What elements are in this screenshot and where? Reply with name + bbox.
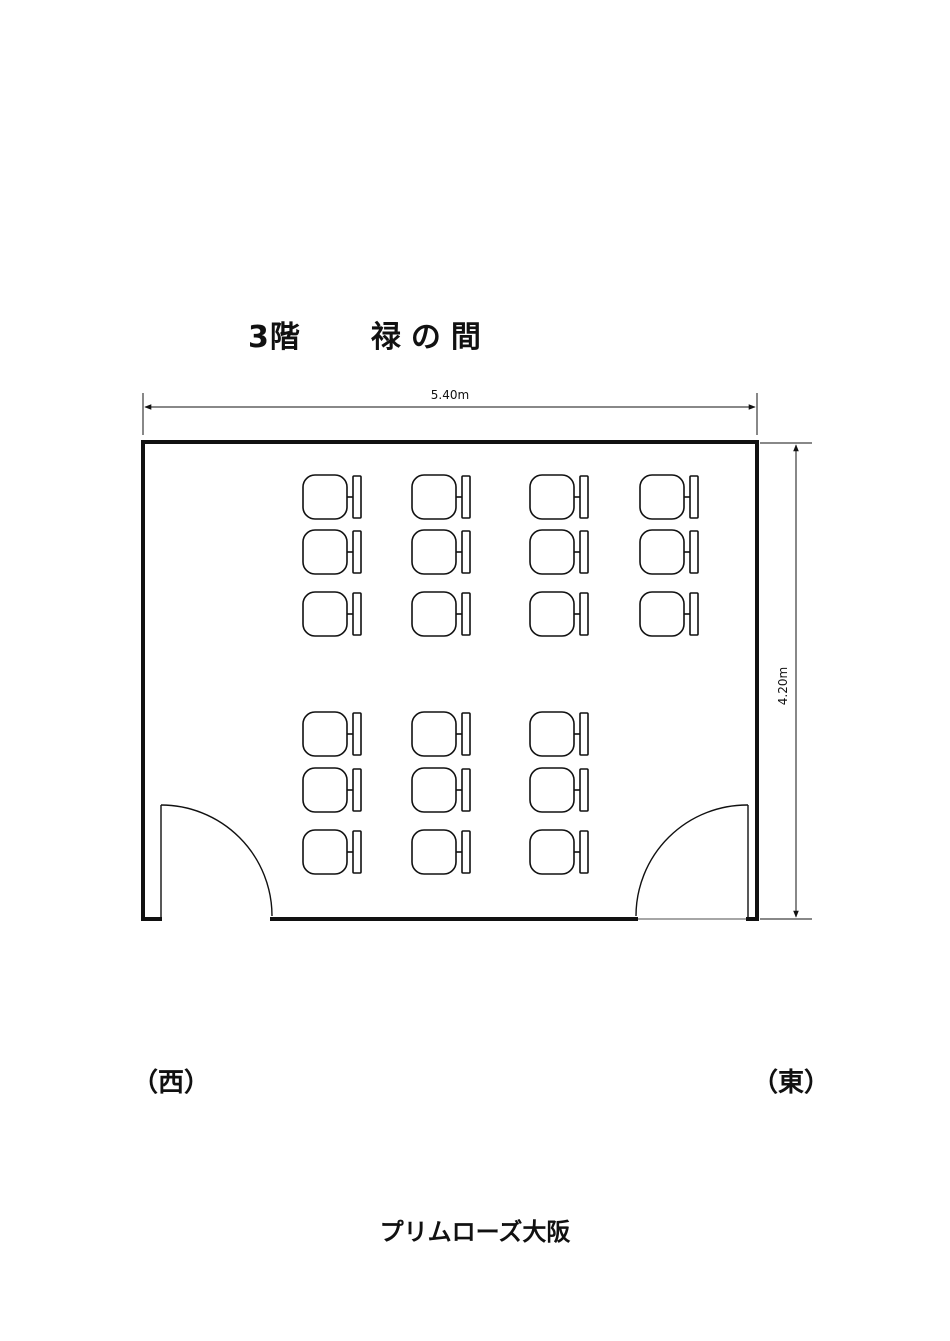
- chair-icon: [639, 474, 699, 520]
- chair-icon: [529, 529, 589, 575]
- chair-icon: [302, 591, 362, 637]
- chair-icon: [529, 474, 589, 520]
- chair-layout: [302, 474, 699, 875]
- room-name: 禄の間: [370, 320, 491, 355]
- chair-icon: [529, 591, 589, 637]
- depth-label: 4.20m: [776, 667, 790, 705]
- chair-icon: [411, 529, 471, 575]
- chair-icon: [529, 711, 589, 757]
- chair-icon: [302, 829, 362, 875]
- chair-icon: [411, 591, 471, 637]
- chair-icon: [302, 767, 362, 813]
- chair-icon: [302, 474, 362, 520]
- chair-icon: [411, 711, 471, 757]
- east-direction-label: （東）: [752, 1068, 831, 1098]
- chair-icon: [302, 711, 362, 757]
- venue-name: プリムローズ大阪: [379, 1218, 571, 1246]
- chair-icon: [529, 767, 589, 813]
- chair-icon: [411, 767, 471, 813]
- chair-icon: [639, 591, 699, 637]
- chair-icon: [411, 474, 471, 520]
- width-label: 5.40m: [431, 388, 469, 402]
- width-dimension: 5.40m: [142, 388, 758, 435]
- chair-icon: [302, 529, 362, 575]
- chair-icon: [639, 529, 699, 575]
- page-title: 3階 禄の間: [248, 312, 491, 356]
- west-direction-label: （西）: [132, 1068, 211, 1098]
- east-door: [635, 804, 749, 920]
- depth-dimension: 4.20m: [760, 442, 812, 920]
- floor-label: 3階: [248, 320, 301, 355]
- chair-icon: [529, 829, 589, 875]
- room-walls: [141, 440, 759, 921]
- west-door: [160, 804, 273, 919]
- chair-icon: [411, 829, 471, 875]
